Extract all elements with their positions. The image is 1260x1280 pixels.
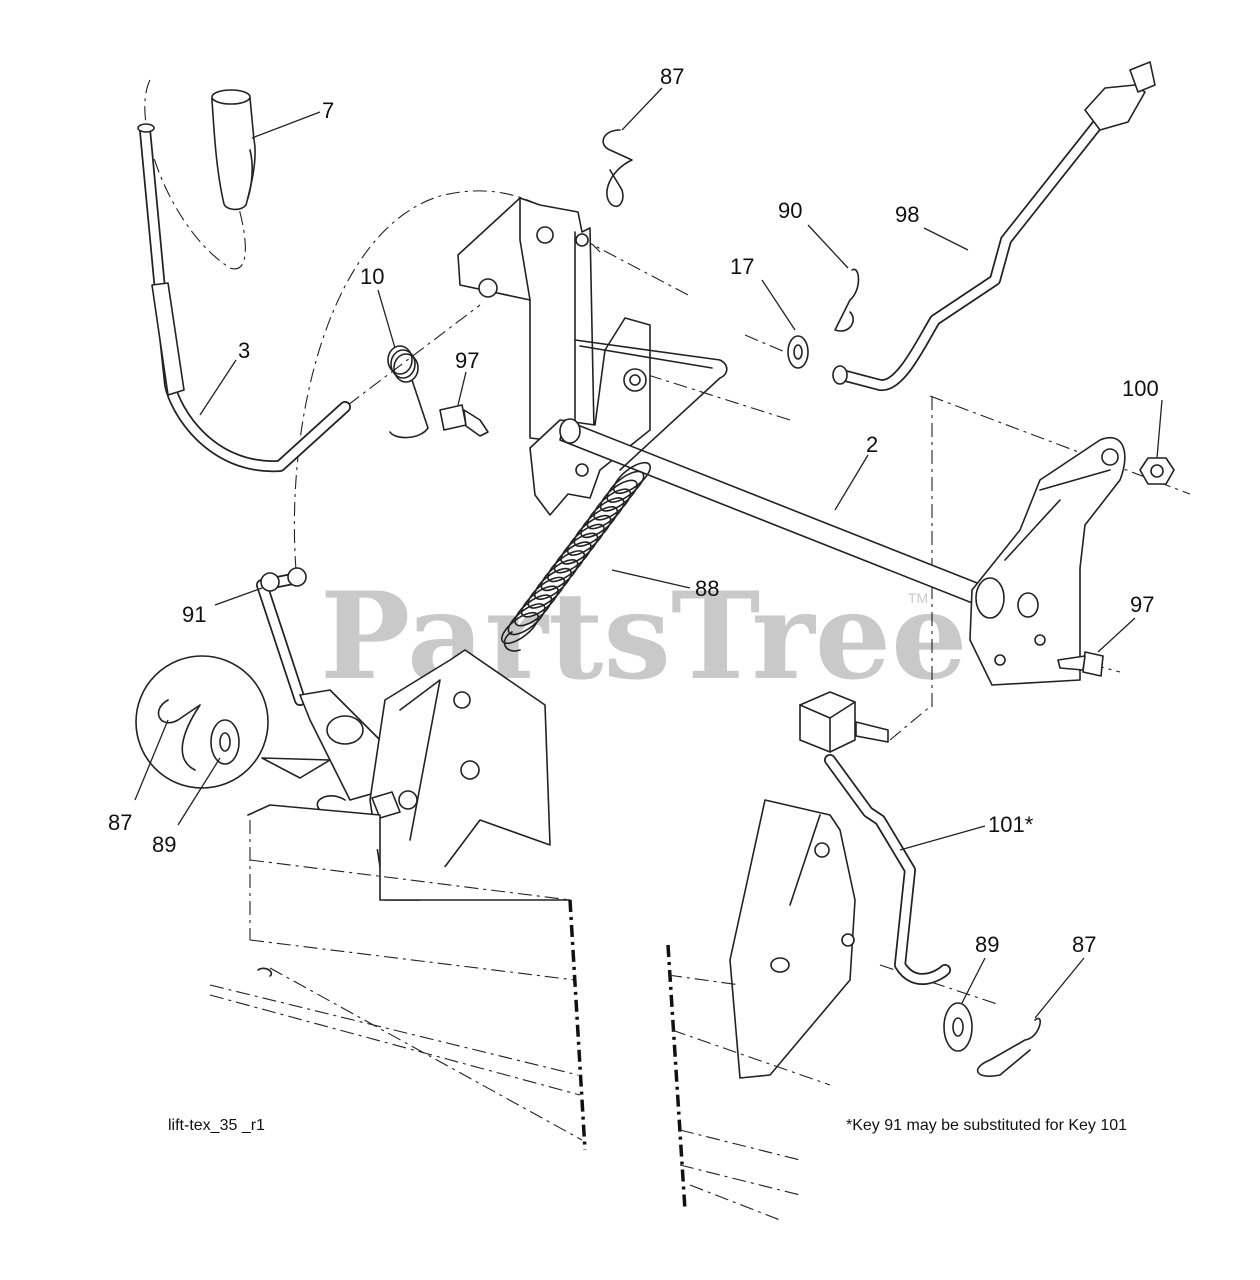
axis-line-bracket	[579, 237, 691, 297]
right-lift-link	[729, 691, 951, 1079]
upper-bracket	[457, 197, 595, 441]
torsion-spring	[387, 345, 429, 439]
spring-end-hook	[503, 631, 521, 652]
callout-7: 7	[322, 98, 334, 123]
callout-87-right: 87	[1072, 932, 1096, 957]
callout-2: 2	[866, 432, 878, 457]
washer-89-right	[943, 1002, 973, 1052]
inset-detail	[135, 655, 331, 789]
callout-97-left: 97	[455, 348, 479, 373]
spring-hook-rod-inner	[579, 345, 713, 369]
link-rod-91	[256, 567, 307, 706]
callout-97-right: 97	[1130, 592, 1154, 617]
hex-nut	[1139, 457, 1175, 485]
hairpin-clip-right	[976, 1017, 1041, 1077]
left-lift-bracket	[299, 649, 551, 901]
callout-100: 100	[1122, 376, 1159, 401]
callout-89-inset: 89	[152, 832, 176, 857]
axis-line-washer17	[744, 334, 786, 353]
callout-89-right: 89	[975, 932, 999, 957]
callout-91: 91	[182, 602, 206, 627]
bolt-right	[1057, 651, 1104, 677]
hairpin-clip-top	[602, 129, 633, 208]
lower-bracket	[529, 317, 651, 516]
axis-line-bolt	[889, 704, 933, 741]
phantom-arc-handle	[144, 79, 246, 270]
right-deck	[666, 944, 831, 1221]
callout-labels: 7 87 90 98 17 10 3 97 100 2 88 97 91 87 …	[108, 64, 1159, 957]
lift-handle-rod	[137, 123, 351, 473]
adjustment-rod	[832, 61, 1156, 391]
right-lift-arm	[969, 437, 1126, 686]
axis-line-pin	[647, 374, 791, 421]
axis-line-nut100	[929, 395, 1191, 495]
callout-17: 17	[730, 254, 754, 279]
callout-101: 101*	[988, 812, 1034, 837]
callout-87-inset: 87	[108, 810, 132, 835]
handle-grip	[211, 89, 256, 211]
hairpin-clip-90	[834, 268, 860, 332]
callout-3: 3	[238, 338, 250, 363]
spring-hook-rod	[574, 339, 728, 471]
spring-coil	[612, 461, 652, 495]
washer-17	[787, 335, 809, 369]
left-deck	[209, 804, 587, 1151]
callout-87-top: 87	[660, 64, 684, 89]
callout-10: 10	[360, 264, 384, 289]
callout-88: 88	[695, 576, 719, 601]
callout-90: 90	[778, 198, 802, 223]
callout-98: 98	[895, 202, 919, 227]
watermark-trademark: TM	[908, 590, 928, 606]
extension-spring	[500, 461, 652, 652]
spring-coil	[606, 470, 645, 503]
leader-lines	[134, 87, 1163, 1019]
axis-line-spring	[347, 304, 481, 406]
figure-code: lift-tex_35 _r1	[168, 1117, 265, 1134]
bolt-left	[439, 404, 489, 437]
footnote: *Key 91 may be substituted for Key 101	[846, 1117, 1127, 1134]
